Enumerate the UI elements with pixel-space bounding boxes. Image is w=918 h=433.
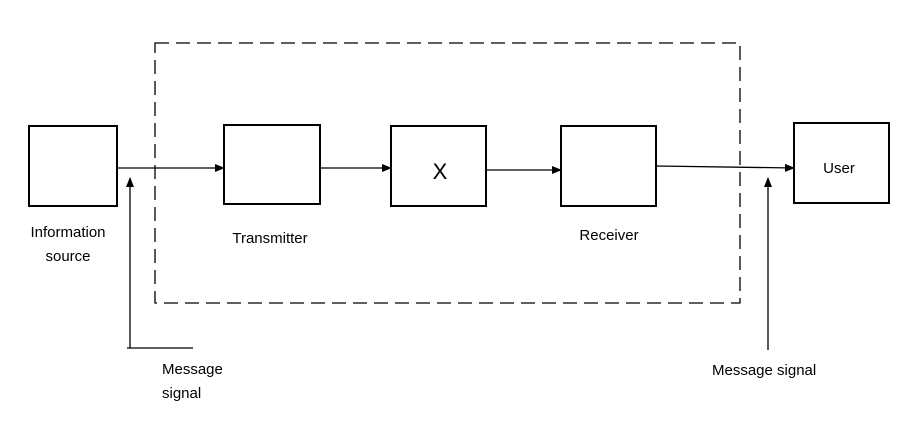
transmitter-label: Transmitter (232, 230, 307, 247)
user-label: User (823, 160, 855, 177)
information-source-block (28, 125, 118, 207)
receiver-label: Receiver (579, 227, 638, 244)
system-boundary (154, 42, 741, 304)
channel-label: X (433, 159, 448, 184)
user-block (793, 122, 890, 204)
right-message-signal: Message signal (712, 362, 816, 379)
transmitter-block (223, 124, 321, 205)
arrow-receiver-to-user (655, 163, 795, 172)
information-source-label-line2: source (45, 248, 90, 265)
channel-block (390, 125, 487, 207)
receiver-block (560, 125, 657, 207)
information-source-label-line1: Information (30, 224, 105, 241)
left-message-signal-line2: signal (162, 385, 201, 402)
left-message-signal-line1: Message (162, 361, 223, 378)
